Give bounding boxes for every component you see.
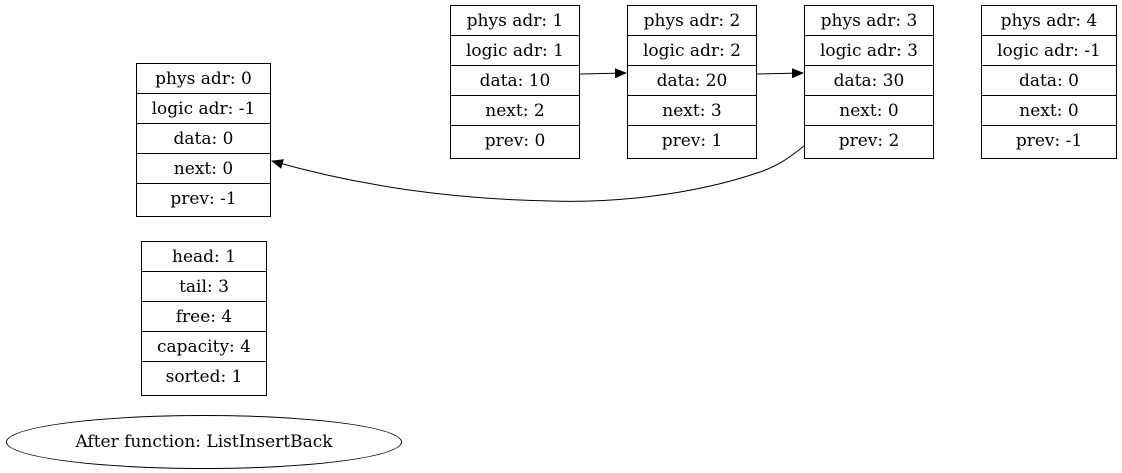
edge-node2-to-node3 (756, 68, 804, 79)
sorted-field: sorted: 1 (165, 367, 243, 387)
next-field: next: 0 (137, 154, 270, 184)
data-field: data: 30 (805, 66, 933, 96)
phys-adr-field: phys adr: 2 (628, 6, 756, 36)
phys-adr-field: phys adr: 3 (805, 6, 933, 36)
phys-adr-field: phys adr: 4 (982, 6, 1116, 36)
next-field: next: 0 (982, 96, 1116, 126)
list-node-3: phys adr: 3 logic adr: 3 data: 30 next: … (804, 5, 934, 159)
phys-adr-field: phys adr: 1 (451, 6, 579, 36)
data-field: data: 0 (137, 124, 270, 154)
phys-adr-field: phys adr: 0 (137, 64, 270, 94)
prev-field: prev: 1 (661, 131, 723, 151)
data-field: data: 10 (451, 66, 579, 96)
logic-adr-field: logic adr: -1 (982, 36, 1116, 66)
logic-adr-field: logic adr: -1 (137, 94, 270, 124)
next-field: next: 2 (451, 96, 579, 126)
list-node-1: phys adr: 1 logic adr: 1 data: 10 next: … (450, 5, 580, 159)
list-node-2: phys adr: 2 logic adr: 2 data: 20 next: … (627, 5, 757, 159)
prev-field: prev: 0 (484, 131, 546, 151)
free-field: free: 4 (142, 302, 266, 332)
capacity-field: capacity: 4 (142, 332, 266, 362)
prev-field: prev: 2 (838, 131, 900, 151)
next-field: next: 0 (805, 96, 933, 126)
logic-adr-field: logic adr: 1 (451, 36, 579, 66)
data-field: data: 20 (628, 66, 756, 96)
tail-field: tail: 3 (142, 272, 266, 302)
list-info-box: head: 1 tail: 3 free: 4 capacity: 4 sort… (141, 241, 267, 396)
logic-adr-field: logic adr: 3 (805, 36, 933, 66)
logic-adr-field: logic adr: 2 (628, 36, 756, 66)
head-field: head: 1 (142, 242, 266, 272)
edge-node1-to-node2 (579, 68, 627, 79)
list-node-0: phys adr: 0 logic adr: -1 data: 0 next: … (136, 63, 271, 217)
next-field: next: 3 (628, 96, 756, 126)
prev-field: prev: -1 (170, 189, 237, 209)
data-field: data: 0 (982, 66, 1116, 96)
list-node-4: phys adr: 4 logic adr: -1 data: 0 next: … (981, 5, 1117, 159)
prev-field: prev: -1 (1015, 131, 1083, 151)
function-caption: After function: ListInsertBack (6, 415, 402, 469)
